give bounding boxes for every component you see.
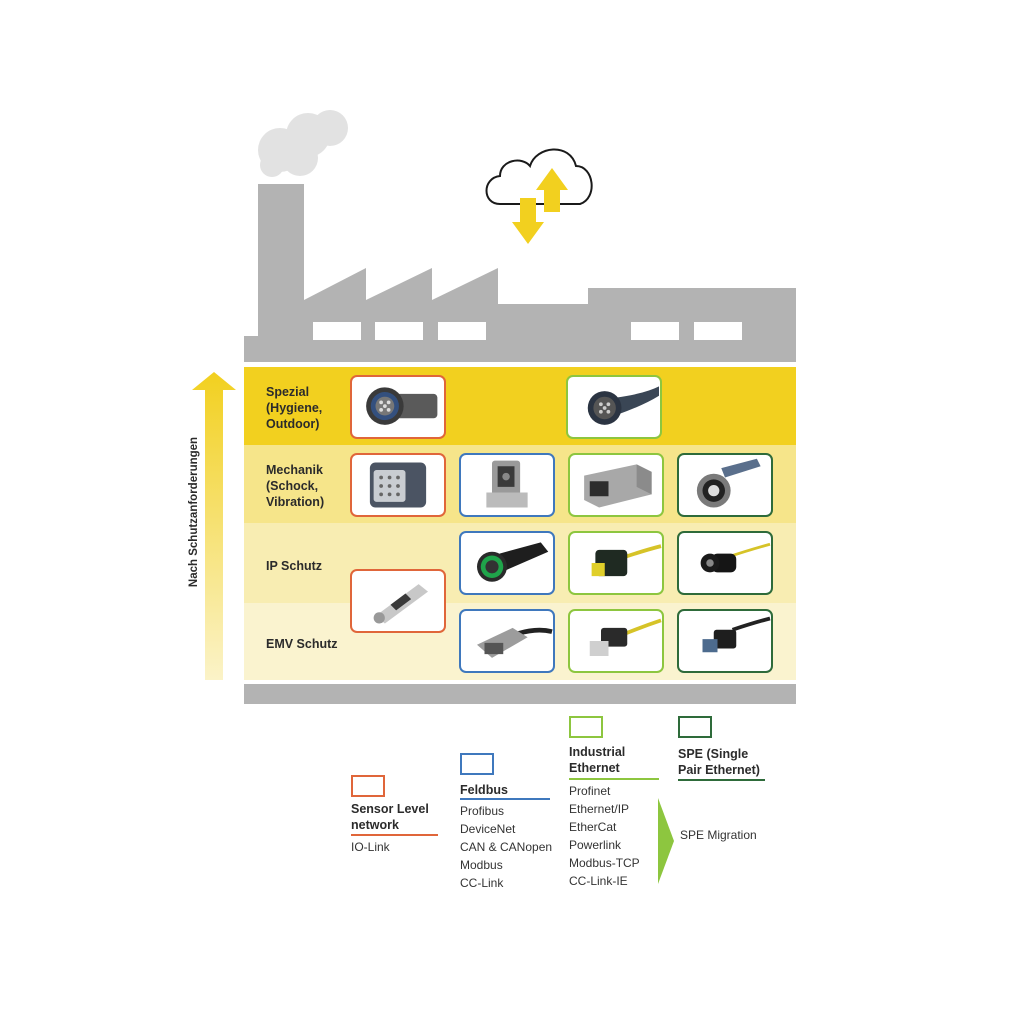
download-arrow-icon [512,198,544,244]
legend-title-spe: SPE (Single Pair Ethernet) [678,747,760,777]
legend-line-spe [678,779,765,781]
legend-list-feldbus: Profibus DeviceNet CAN & CANopen Modbus … [460,802,552,892]
list-item: Profibus [460,804,505,818]
connector-spezial-sensor [350,375,446,439]
list-item: IO-Link [351,840,390,854]
rectangular-connector-icon [369,462,427,508]
legend-swatch-industrial [569,716,603,738]
vertical-arrow-icon [192,372,236,680]
list-item: Ethernet/IP [569,802,630,816]
dsub-connector-icon [477,627,553,658]
row-label-mechanik: Mechanik (Schock, Vibration) [266,463,325,509]
legend-list-spe: SPE Migration [680,826,757,844]
circular-connector-icon [366,387,438,425]
legend-line-industrial [569,778,659,780]
connector-emv-industrial [568,609,664,673]
circular-connector-icon [700,542,771,573]
list-item: DeviceNet [460,822,516,836]
list-item: CC-Link [460,876,504,890]
list-item: Modbus [460,858,503,872]
connector-mechanik-industrial [568,453,664,517]
housing-connector-icon [584,464,652,508]
legend-line-sensor [351,834,438,836]
m8-connector-icon [373,584,428,624]
axis-label: Nach Schutzanforderungen [188,436,200,588]
row-label-spezial: Spezial (Hygiene, Outdoor) [266,385,323,431]
connector-ip-feldbus [459,531,555,595]
connector-mechanik-spe [677,453,773,517]
factory-building [244,184,796,362]
connector-mechanik-sensor [350,453,446,517]
legend-list-sensor: IO-Link [351,838,390,856]
circular-connector-icon [477,542,549,582]
circular-connector-icon [587,386,659,425]
housing-connector-icon [486,460,528,508]
rj45-connector-icon [591,544,662,577]
connector-spezial-industrial [566,375,662,439]
legend-line-feldbus [460,798,550,800]
connector-mechanik-feldbus [459,453,555,517]
list-item: EtherCat [569,820,617,834]
connector-emv-feldbus [459,609,555,673]
legend-swatch-sensor [351,775,385,797]
connector-ip-industrial [568,531,664,595]
circular-connector-icon [696,458,761,508]
connector-ip-emv-sensor [350,569,446,633]
list-item: Modbus-TCP [569,856,640,870]
legend-title-feldbus: Feldbus [460,783,508,797]
upload-arrow-icon [536,168,568,212]
row-label-emv-schutz: EMV Schutz [266,637,338,651]
connector-ip-spe [677,531,773,595]
migration-arrow-icon [658,798,674,884]
legend-title-sensor: Sensor Level network [351,802,429,832]
list-item: Profinet [569,784,611,798]
legend-swatch-spe [678,716,712,738]
legend-list-industrial: Profinet Ethernet/IP EtherCat Powerlink … [569,782,640,890]
list-item: CC-Link-IE [569,874,628,888]
spe-connector-icon [702,616,771,653]
rj45-connector-icon [589,618,662,656]
smoke-cloud-icon [258,110,348,177]
cloud-icon [485,148,593,205]
list-item: Powerlink [569,838,622,852]
legend-swatch-feldbus [460,753,494,775]
connector-emv-spe [677,609,773,673]
row-label-ip-schutz: IP Schutz [266,559,323,573]
list-item: SPE Migration [680,828,757,842]
legend-title-industrial: Industrial Ethernet [569,745,626,775]
list-item: CAN & CANopen [460,840,553,854]
band-spezial [244,367,796,445]
